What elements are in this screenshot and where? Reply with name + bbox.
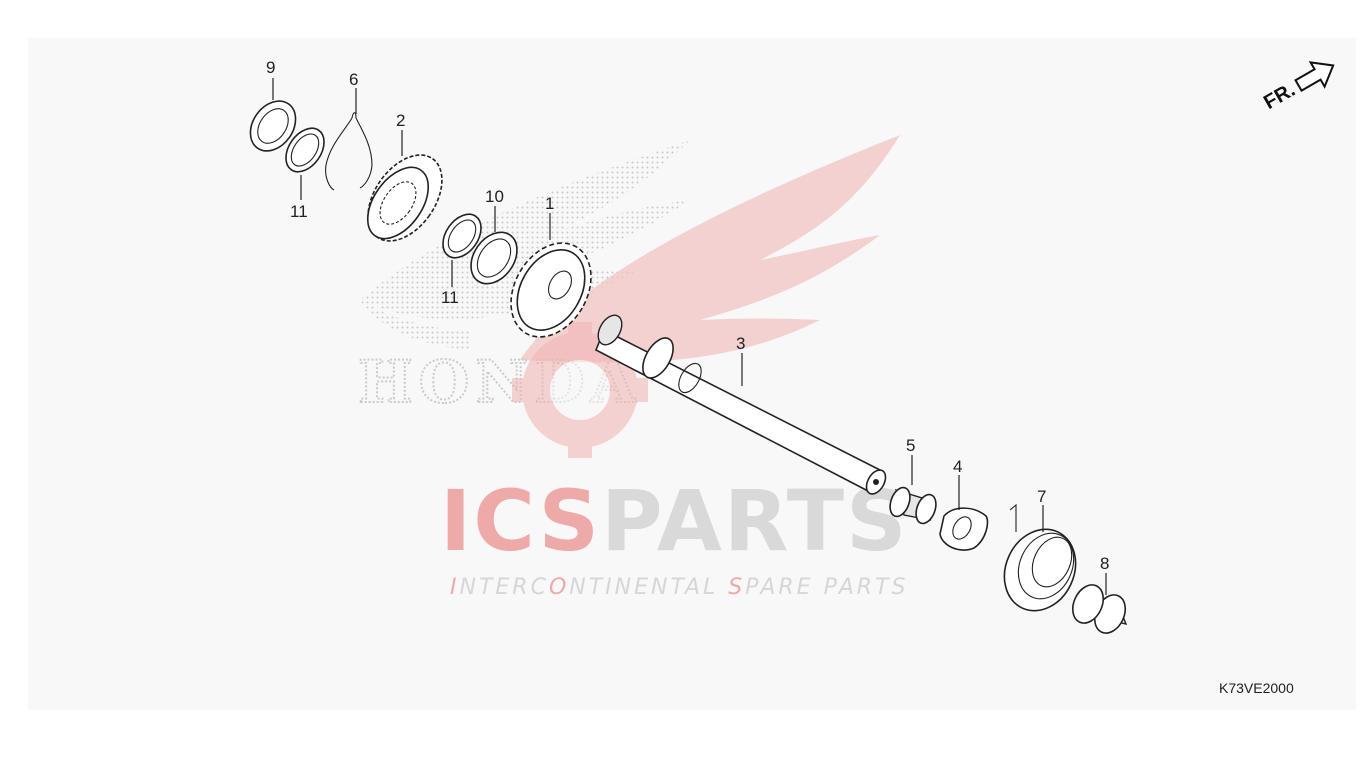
part-6-spring-clip [325, 112, 373, 191]
brand-watermark: ICSPARTS [440, 472, 909, 570]
leader-lines [272, 78, 1107, 595]
callout-7: 7 [1037, 487, 1046, 506]
callout-6: 6 [349, 70, 358, 89]
callout-3: 3 [736, 334, 745, 353]
callout-11-upper: 11 [290, 202, 308, 221]
brand-part2: PARTS [601, 472, 909, 570]
front-direction-indicator: FR. [1260, 61, 1335, 114]
part-10-washer [470, 231, 518, 285]
part-9-washer [249, 100, 297, 152]
part-2-gear [366, 154, 443, 242]
part-4-plate [939, 507, 989, 551]
part-1-gear [510, 242, 592, 338]
part-11-circlip-lower [442, 213, 482, 259]
callout-2: 2 [396, 111, 405, 130]
callout-4: 4 [953, 457, 962, 476]
callout-1: 1 [545, 194, 554, 213]
diagram-code: K73VE2000 [1219, 680, 1294, 696]
part-8-collar [1071, 584, 1128, 634]
callout-9: 9 [266, 58, 275, 77]
callout-10: 10 [485, 187, 504, 206]
part-11-circlip-upper [285, 127, 325, 173]
part-3-shaft [594, 314, 887, 495]
part-7-spring [1003, 503, 1077, 612]
gear-watermark-icon [512, 322, 648, 458]
brand-part1: ICS [440, 472, 601, 570]
fr-label: FR. [1260, 79, 1299, 114]
callout-11-lower: 11 [441, 288, 459, 307]
callout-8: 8 [1100, 554, 1109, 573]
part-5-collar [889, 486, 937, 525]
arrow-right-icon [1294, 61, 1335, 93]
tagline-watermark: INTERCONTINENTAL SPARE PARTS [450, 575, 908, 600]
callout-5: 5 [906, 436, 915, 455]
